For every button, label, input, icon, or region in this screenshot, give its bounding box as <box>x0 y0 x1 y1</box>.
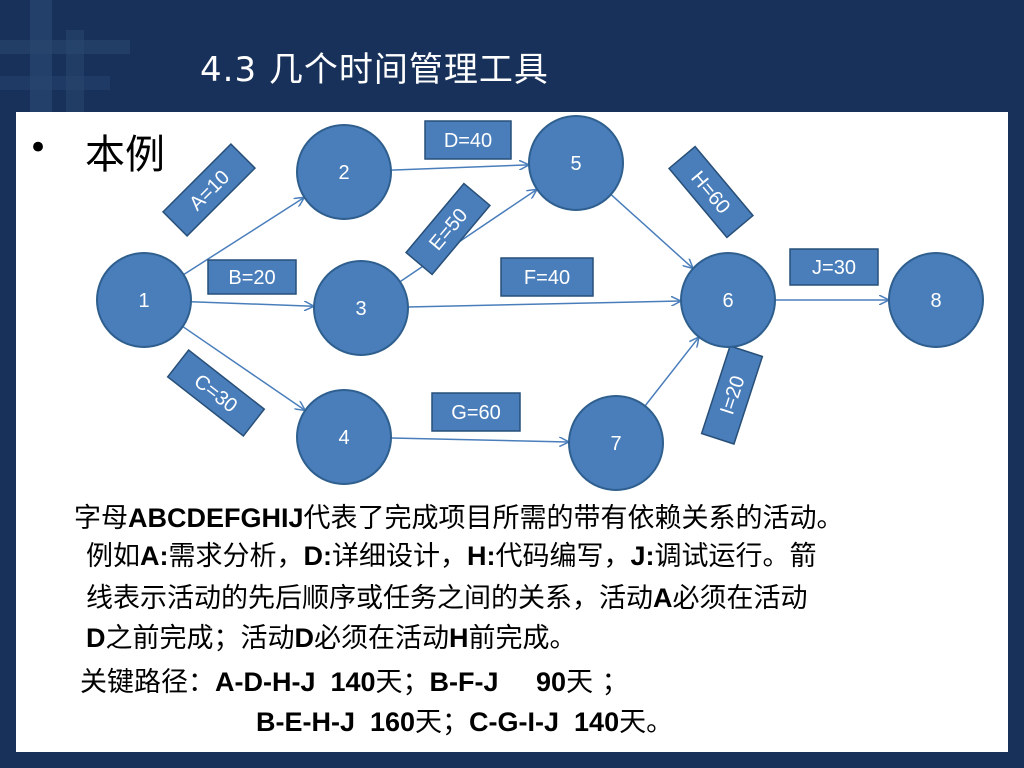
desc-text: 例如 <box>86 541 140 572</box>
bullet-heading: 本例 <box>85 132 165 178</box>
desc-text: B-F-J 90 <box>429 667 567 697</box>
desc-text: 之前完成；活动 <box>105 623 295 654</box>
node-label-4: 4 <box>338 427 349 449</box>
desc-text: 天 ； <box>566 667 629 698</box>
desc-text: H <box>449 623 469 653</box>
node-label-7: 7 <box>610 433 621 455</box>
desc-text: 必须在活动 <box>672 583 808 614</box>
desc-text: 线表示活动的先后顺序或任务之间的关系，活动 <box>86 583 653 614</box>
desc-text: 代码编写， <box>495 541 631 572</box>
desc-text: 调试运行。箭 <box>654 541 817 572</box>
desc-text: 详细设计， <box>332 541 467 572</box>
edge-label-text: D=40 <box>444 130 492 152</box>
node-circle-2 <box>296 124 392 220</box>
node-circle-7 <box>568 395 664 491</box>
edge-arrow-4-7 <box>390 438 568 442</box>
node-label-6: 6 <box>722 290 733 312</box>
node-circle-6 <box>680 252 776 348</box>
node-circle-3 <box>313 260 409 356</box>
edge-label-box: C=30 <box>166 348 266 438</box>
desc-text: A-D-H-J 140 <box>215 667 376 697</box>
node-label-2: 2 <box>338 162 349 184</box>
slide-title: 4.3 几个时间管理工具 <box>200 50 549 90</box>
bullet-icon: • <box>28 128 49 168</box>
node-label-8: 8 <box>930 290 941 312</box>
edge-arrow-7-6 <box>644 338 698 407</box>
edge-label-box: B=20 <box>207 259 297 295</box>
edge-label-text: F=40 <box>524 267 570 289</box>
desc-text: D <box>294 623 315 653</box>
edge-label-text: G=60 <box>451 402 500 424</box>
edge-label-text: J=30 <box>812 257 856 279</box>
desc-text: 代表了完成项目所需的带有依赖关系的活动。 <box>303 503 844 534</box>
desc-text: B-E-H-J 160 <box>256 707 416 737</box>
desc-text: H: <box>467 541 496 571</box>
desc-text: 需求分析， <box>168 541 304 572</box>
critical-path-line-2: B-E-H-J 160天；C-G-I-J 140天。 <box>256 704 673 741</box>
desc-text: 天； <box>415 707 470 738</box>
node-circle-5 <box>528 115 624 211</box>
edge-label-box: A=10 <box>161 142 257 238</box>
desc-text: J: <box>630 541 655 571</box>
desc-text: 天。 <box>619 707 674 738</box>
node-label-1: 1 <box>138 290 149 312</box>
edge-arrow-1-3 <box>190 302 313 307</box>
edge-label-box: F=40 <box>500 257 594 297</box>
desc-text: 前完成。 <box>468 623 577 654</box>
desc-text: 天； <box>375 667 430 698</box>
desc-text: C-G-I-J 140 <box>469 707 620 737</box>
node-circle-1 <box>96 252 192 348</box>
edge-label-box: G=60 <box>431 392 521 432</box>
desc-text: 字母 <box>74 503 128 534</box>
description-line-3: 线表示活动的先后顺序或任务之间的关系，活动A必须在活动 <box>86 580 808 617</box>
edge-label-box: J=30 <box>789 248 879 286</box>
edge-label-box: H=60 <box>667 145 755 239</box>
node-label-5: 5 <box>570 153 581 175</box>
desc-text: 关键路径： <box>80 667 215 698</box>
edge-label-box: I=20 <box>700 345 764 445</box>
edge-label-box: D=40 <box>424 120 512 160</box>
edge-arrow-1-4 <box>182 325 305 410</box>
node-circle-8 <box>888 252 984 348</box>
edge-arrow-3-6 <box>407 301 680 308</box>
desc-text: A <box>653 583 673 613</box>
edge-arrow-1-2 <box>183 198 304 276</box>
critical-path-line-1: 关键路径：A-D-H-J 140天；B-F-J 90天 ； <box>80 664 629 701</box>
desc-text: A: <box>140 541 169 571</box>
description-line-2: 例如A:需求分析，D:详细设计，H:代码编写，J:调试运行。箭 <box>86 538 817 575</box>
node-label-3: 3 <box>355 298 366 320</box>
edge-arrow-5-6 <box>610 193 692 267</box>
node-circle-4 <box>296 389 392 485</box>
description-line-4: D之前完成；活动D必须在活动H前完成。 <box>86 620 577 657</box>
desc-text: ABCDEFGHIJ <box>128 503 304 533</box>
desc-text: D <box>86 623 106 653</box>
edge-arrow-2-5 <box>390 165 528 171</box>
desc-text: D: <box>303 541 333 571</box>
edge-label-text: B=20 <box>228 267 275 289</box>
desc-text: 必须在活动 <box>314 623 449 654</box>
description-line-1: 字母ABCDEFGHIJ代表了完成项目所需的带有依赖关系的活动。 <box>74 500 844 537</box>
